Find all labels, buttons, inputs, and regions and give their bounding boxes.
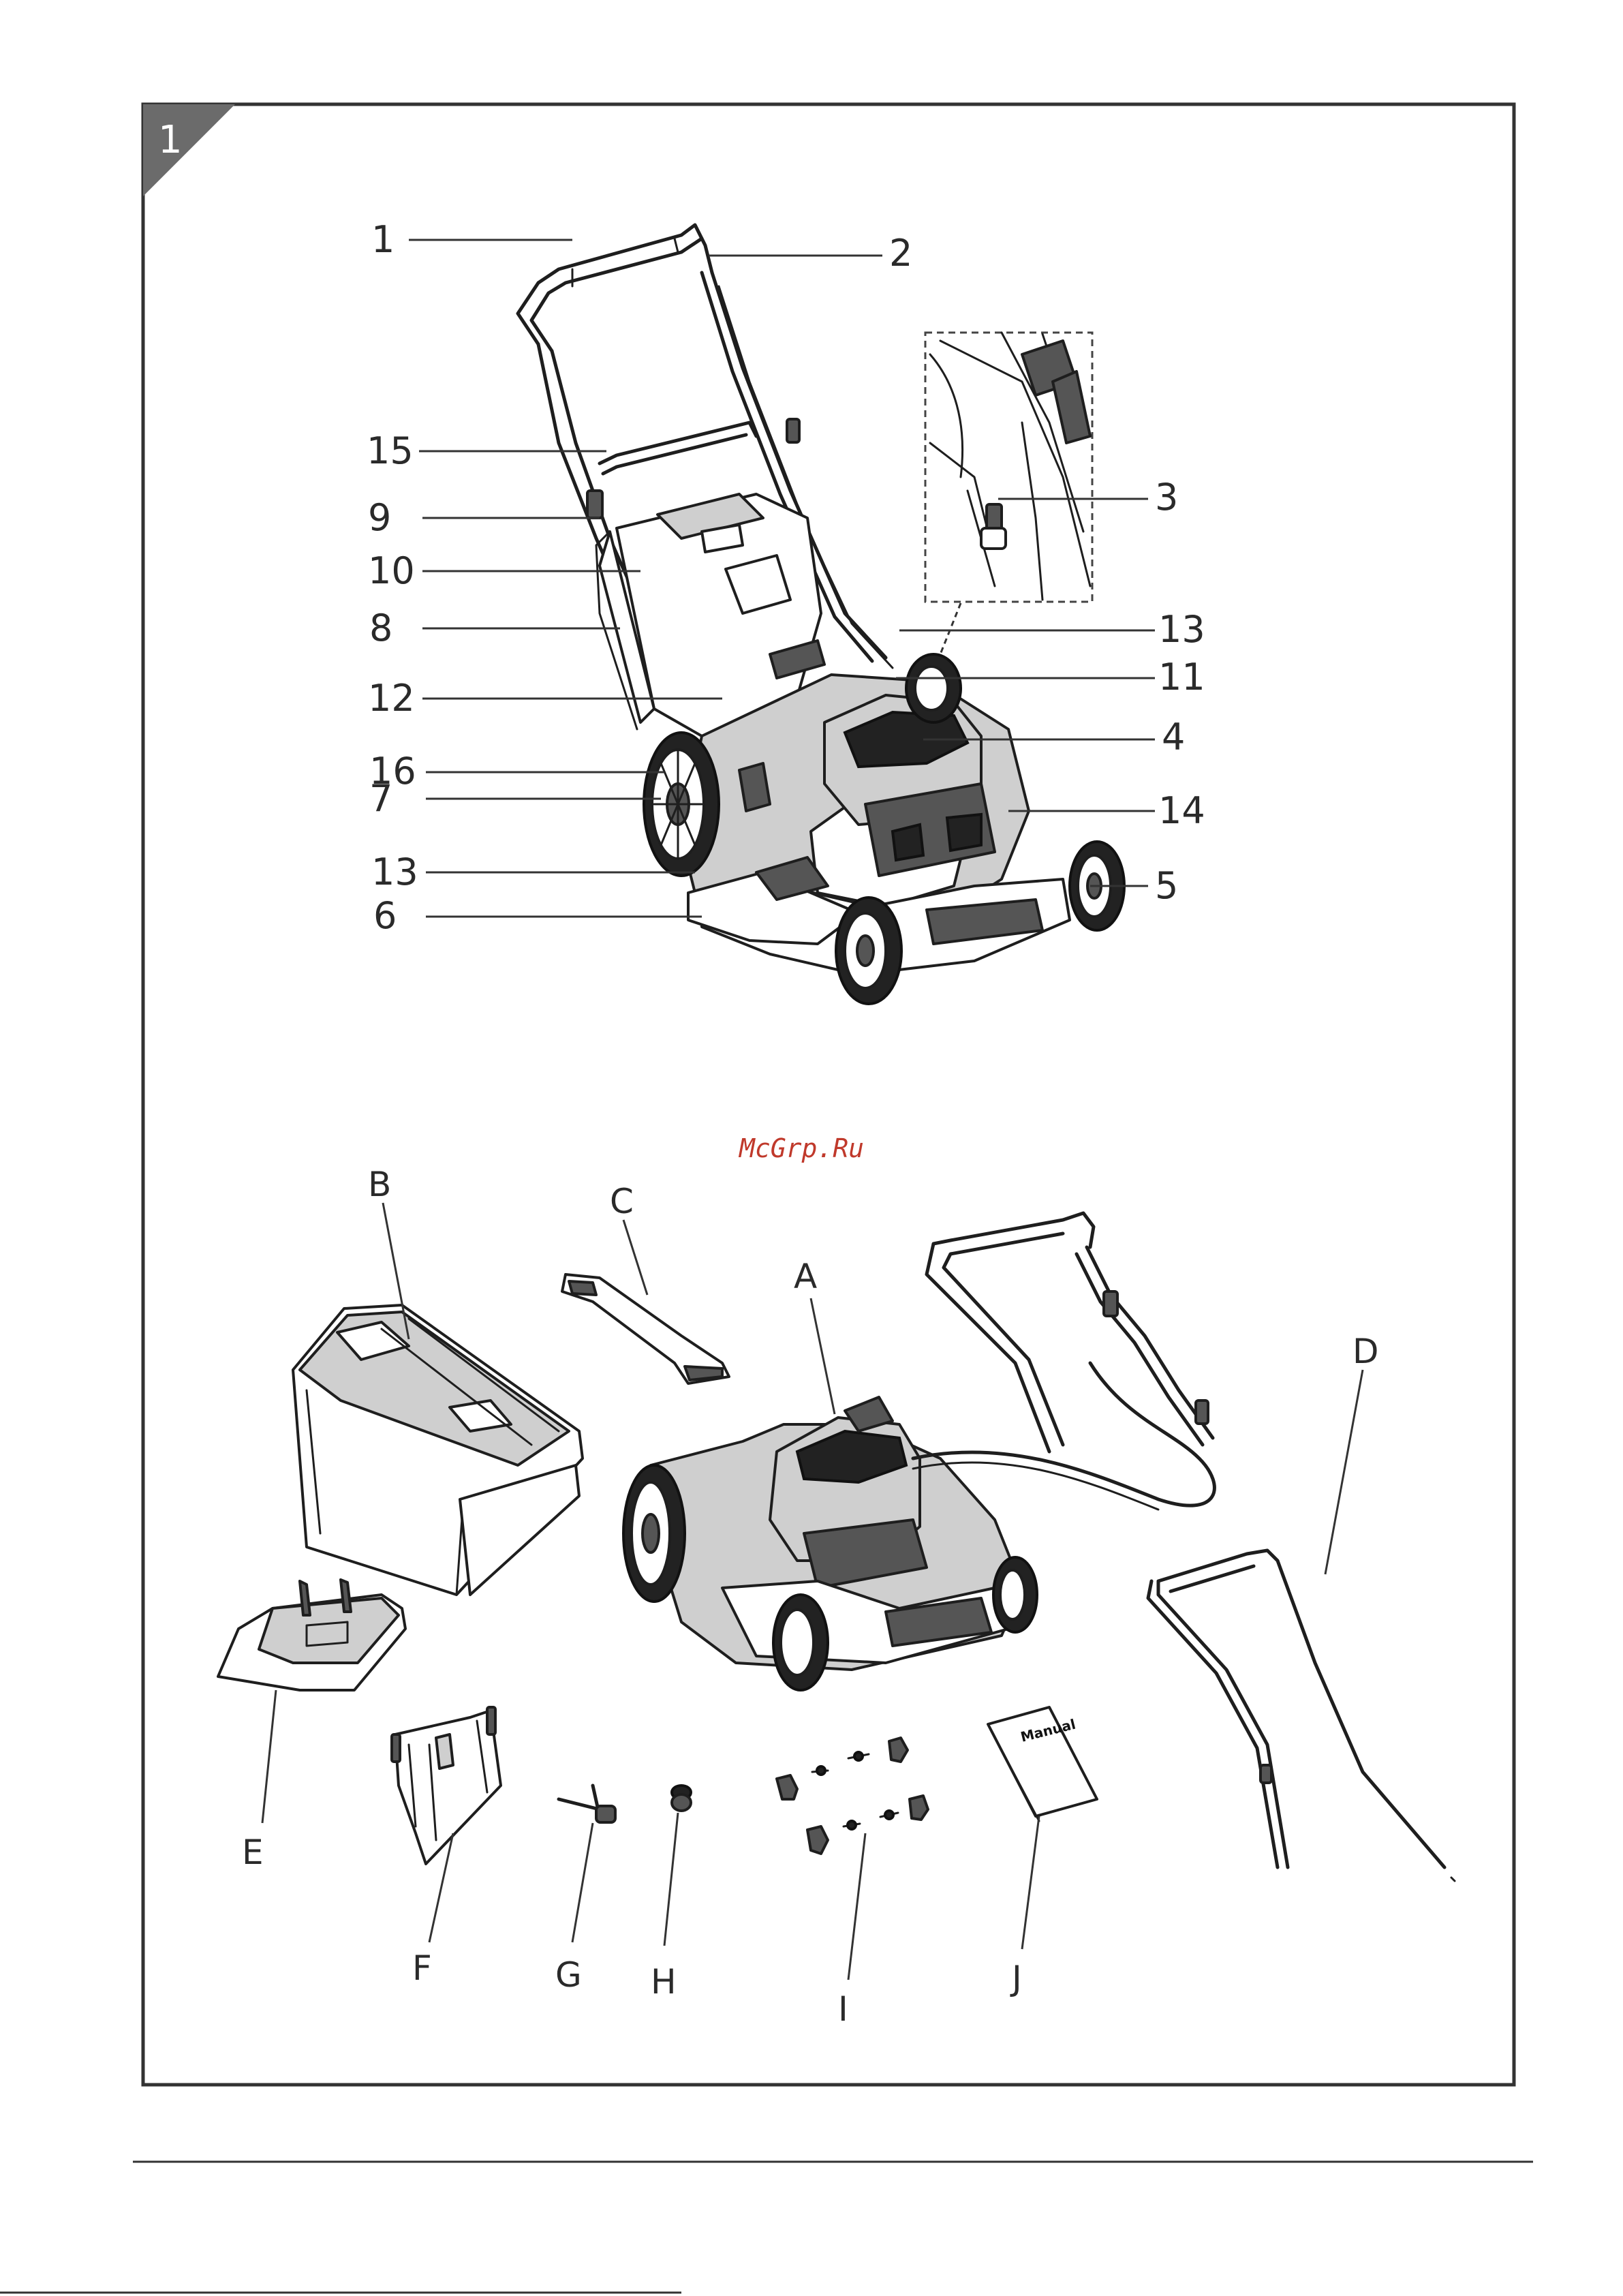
callout-9: 9 [368, 496, 391, 539]
part-j-manual: Manual [988, 1707, 1097, 1821]
watermark: McGrp.Ru [738, 1133, 864, 1163]
callout-i: I [838, 1989, 848, 2029]
callout-1: 1 [371, 218, 395, 261]
callout-3: 3 [1155, 476, 1178, 519]
part-h-knob [672, 1786, 691, 1811]
part-i-fasteners [777, 1738, 928, 1854]
callout-15: 15 [367, 429, 414, 472]
callout-2: 2 [889, 232, 912, 275]
callout-a: A [794, 1257, 817, 1296]
callout-g: G [555, 1955, 582, 1995]
part-b-grass-box [293, 1305, 583, 1595]
callout-j: J [1010, 1959, 1022, 1998]
figure-frame [143, 104, 1514, 2085]
callout-12: 12 [368, 677, 415, 720]
callout-5: 5 [1155, 864, 1178, 907]
callout-6: 6 [373, 894, 397, 937]
callout-c: C [610, 1182, 634, 1221]
callout-16: 16 [369, 750, 416, 793]
part-e-discharge-chute [218, 1580, 405, 1690]
part-f-side-discharge [392, 1707, 501, 1864]
part-d-lower-handle [1148, 1550, 1455, 1881]
assembled-mower-drawing [518, 225, 1124, 1004]
callout-f: F [412, 1948, 432, 1988]
callout-b: B [368, 1165, 391, 1204]
callout-d: D [1352, 1332, 1379, 1371]
part-g-safety-key [559, 1786, 615, 1822]
callout-4: 4 [1162, 716, 1185, 759]
callout-e: E [242, 1833, 264, 1872]
callout-10: 10 [368, 549, 415, 592]
callout-8: 8 [369, 607, 392, 649]
callout-11: 11 [1158, 656, 1205, 699]
part-a-mower-body [623, 1363, 1214, 1690]
callout-13-bottom: 13 [371, 851, 418, 893]
figure-badge: 1 [143, 104, 235, 196]
callout-13-top: 13 [1158, 608, 1205, 651]
callout-h: H [651, 1962, 677, 2002]
figure-number: 1 [158, 118, 183, 162]
part-upper-handle [927, 1213, 1213, 1452]
callout-14: 14 [1158, 789, 1205, 832]
